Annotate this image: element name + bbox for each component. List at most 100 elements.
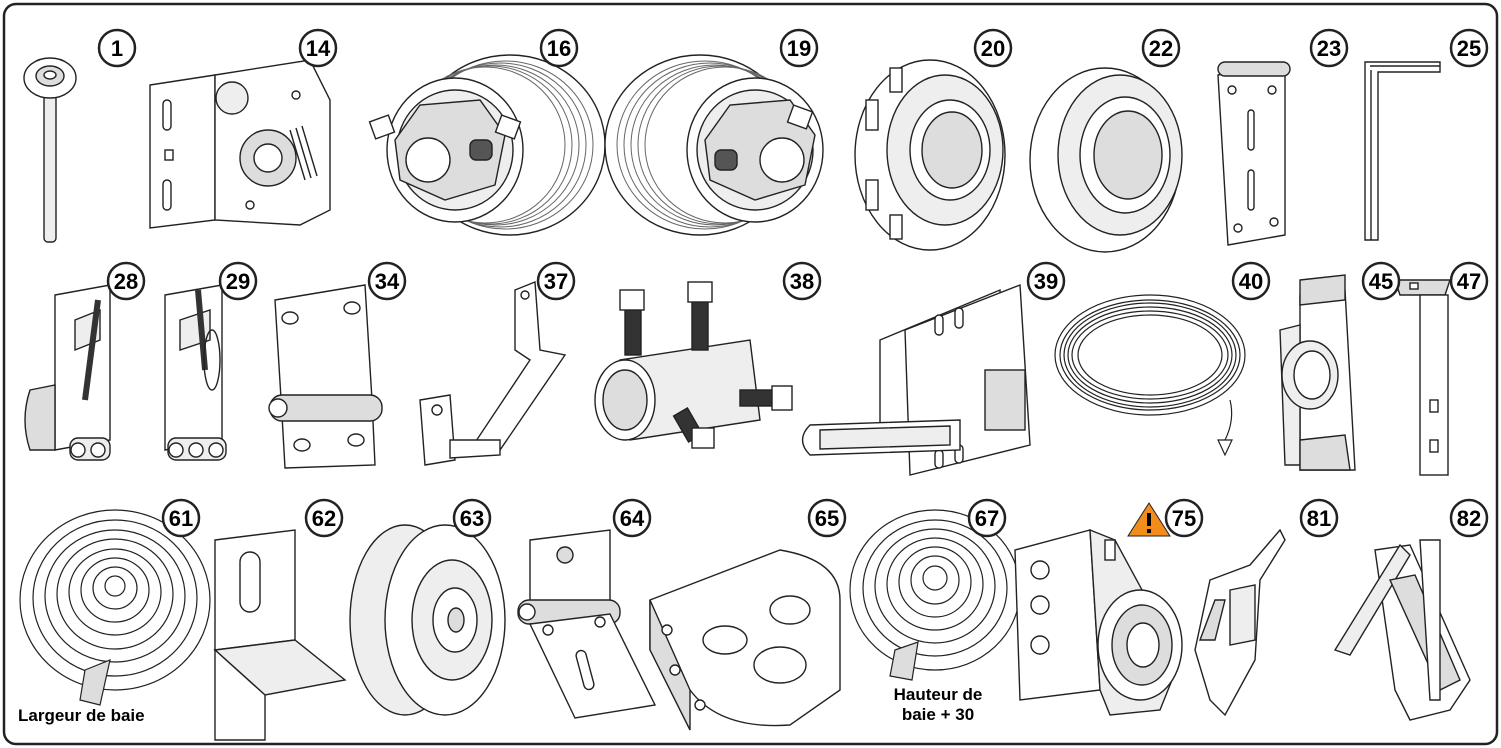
part-number-label: 29 xyxy=(226,269,250,294)
part-61-seal-roll-icon xyxy=(19,509,211,706)
part-67-badge: 67 xyxy=(967,498,1007,538)
part-62-badge: 62 xyxy=(304,498,344,538)
part-64-angled-hinge-icon xyxy=(517,529,657,719)
part-20-bearing-cap-ribbed-icon xyxy=(854,59,1006,251)
part-75-bracket-bearing-icon xyxy=(1014,528,1183,716)
badge-circle xyxy=(1231,261,1271,301)
badge-circle xyxy=(973,28,1013,68)
badge-circle xyxy=(1141,28,1181,68)
badge-circle xyxy=(1361,261,1401,301)
part-82-badge: 82 xyxy=(1449,498,1489,538)
badge-circle xyxy=(539,28,579,68)
part-number-label: 19 xyxy=(787,36,811,61)
part-64-badge: 64 xyxy=(612,498,652,538)
part-34-badge: 34 xyxy=(367,261,407,301)
badge-circle xyxy=(1299,498,1339,538)
part-63-wheel-icon xyxy=(349,524,506,716)
part-number-label: 47 xyxy=(1457,269,1481,294)
part-22-bearing-cap-icon xyxy=(1029,67,1183,253)
part-37-badge: 37 xyxy=(536,261,576,301)
badge-circle xyxy=(1449,28,1489,68)
part-22-badge: 22 xyxy=(1141,28,1181,68)
part-number-label: 39 xyxy=(1034,269,1058,294)
part-number-label: 20 xyxy=(981,36,1005,61)
badge-circle xyxy=(1309,28,1349,68)
part-47-strap-bracket-icon xyxy=(1394,279,1451,476)
badge-circle xyxy=(304,498,344,538)
part-63-badge: 63 xyxy=(452,498,492,538)
badge-circle xyxy=(218,261,258,301)
part-38-coupler-icon xyxy=(594,281,793,449)
part-28-bottom-bracket-left-icon xyxy=(24,284,111,461)
part-number-label: 22 xyxy=(1149,36,1173,61)
part-number-label: 63 xyxy=(460,506,484,531)
part-16-cable-drum-left-icon xyxy=(368,54,606,236)
part-number-label: 45 xyxy=(1369,269,1393,294)
badge-circle xyxy=(967,498,1007,538)
part-23-hinge-plate-icon xyxy=(1217,61,1291,246)
part-65-curved-bracket-icon xyxy=(649,549,841,731)
part-14-spring-bracket-icon xyxy=(149,59,331,229)
badge-circle xyxy=(782,261,822,301)
part-47-badge: 47 xyxy=(1449,261,1489,301)
warning-triangle-icon xyxy=(1127,502,1171,537)
part-75-badge: 75 xyxy=(1164,498,1204,538)
part-37-support-arm-icon xyxy=(419,280,567,466)
badge-circle xyxy=(106,261,146,301)
part-number-label: 67 xyxy=(975,506,999,531)
part-29-badge: 29 xyxy=(218,261,258,301)
part-45-badge: 45 xyxy=(1361,261,1401,301)
part-number-label: 1 xyxy=(111,36,123,61)
height-caption: Hauteur de baie + 30 xyxy=(868,685,1008,725)
part-number-label: 65 xyxy=(815,506,839,531)
badge-circle xyxy=(1449,498,1489,538)
part-number-label: 28 xyxy=(114,269,138,294)
part-20-badge: 20 xyxy=(973,28,1013,68)
badge-circle xyxy=(1449,261,1489,301)
part-number-label: 37 xyxy=(544,269,568,294)
part-25-badge: 25 xyxy=(1449,28,1489,68)
part-number-label: 38 xyxy=(790,269,814,294)
part-number-label: 75 xyxy=(1172,506,1196,531)
part-1-roller-icon xyxy=(23,57,77,243)
part-81-badge: 81 xyxy=(1299,498,1339,538)
height-caption-line1: Hauteur de xyxy=(893,685,983,704)
part-81-end-cap-icon xyxy=(1194,528,1286,717)
part-67-seal-roll-icon xyxy=(849,509,1021,681)
part-82-end-cap-large-icon xyxy=(1333,539,1471,721)
part-61-badge: 61 xyxy=(161,498,201,538)
part-number-label: 64 xyxy=(620,506,645,531)
part-38-badge: 38 xyxy=(782,261,822,301)
part-29-bottom-bracket-right-icon xyxy=(164,284,227,461)
part-40-badge: 40 xyxy=(1231,261,1271,301)
part-1-badge: 1 xyxy=(97,28,137,68)
height-caption-line2: baie + 30 xyxy=(901,705,975,724)
part-number-label: 81 xyxy=(1307,506,1331,531)
part-25-angle-rod-icon xyxy=(1364,61,1441,241)
part-45-bearing-bracket-icon xyxy=(1279,274,1356,471)
part-number-label: 40 xyxy=(1239,269,1263,294)
part-62-angle-bracket-icon xyxy=(213,529,347,741)
badge-circle xyxy=(161,498,201,538)
part-14-badge: 14 xyxy=(298,28,338,68)
part-65-badge: 65 xyxy=(807,498,847,538)
part-number-label: 16 xyxy=(547,36,571,61)
width-caption: Largeur de baie xyxy=(18,706,145,725)
part-number-badges: 1 14 16 19 20 22 23 25 28 29 34 37 38 39 40 45 47 61 62 63 6… xyxy=(97,28,1489,538)
part-number-label: 14 xyxy=(306,36,331,61)
part-number-label: 34 xyxy=(375,269,400,294)
badge-circle xyxy=(97,28,137,68)
part-28-badge: 28 xyxy=(106,261,146,301)
part-16-badge: 16 xyxy=(539,28,579,68)
badge-circle xyxy=(452,498,492,538)
badge-circle xyxy=(536,261,576,301)
part-number-label: 25 xyxy=(1457,36,1481,61)
part-34-hinge-icon xyxy=(268,284,383,469)
part-number-label: 82 xyxy=(1457,506,1481,531)
part-number-label: 62 xyxy=(312,506,336,531)
part-23-badge: 23 xyxy=(1309,28,1349,68)
badge-circle xyxy=(779,28,819,68)
part-39-latch-bolt-icon xyxy=(801,283,1031,476)
part-39-badge: 39 xyxy=(1026,261,1066,301)
